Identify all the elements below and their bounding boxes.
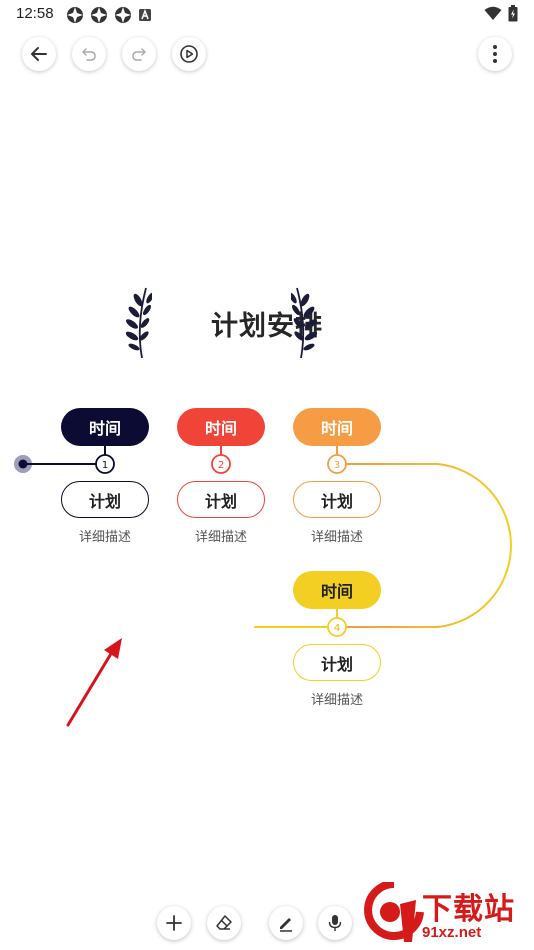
timeline-node-2[interactable]: 2 (211, 454, 231, 474)
timeline-node-4[interactable]: 4 (327, 617, 347, 637)
notification-icon (91, 7, 107, 23)
wifi-icon (484, 6, 502, 20)
plus-icon (166, 915, 182, 931)
undo-icon (82, 48, 96, 61)
item-description-3[interactable]: 详细描述 (310, 530, 363, 545)
item-description-2[interactable]: 详细描述 (194, 530, 247, 545)
laurel-right-icon (291, 287, 317, 359)
battery-icon (508, 5, 518, 22)
notification-icon (67, 7, 83, 23)
node-number: 1 (102, 460, 108, 471)
more-vertical-icon (493, 45, 497, 63)
undo-button[interactable] (72, 37, 106, 71)
status-time: 12:58 (16, 5, 54, 22)
watermark-logo: 下载站 91xz.net (364, 880, 534, 950)
item-description-1[interactable]: 详细描述 (78, 530, 131, 545)
status-bar: 12:58 (0, 0, 534, 28)
annotation-arrow (66, 638, 122, 727)
time-pill-2[interactable]: 时间 (177, 408, 265, 446)
timeline-node-3[interactable]: 3 (327, 454, 347, 474)
node-number: 4 (334, 623, 340, 634)
watermark-emblem-icon (364, 882, 424, 942)
watermark-text: 下载站 (422, 892, 515, 927)
node-number: 3 (334, 460, 340, 471)
eraser-icon (216, 915, 232, 930)
pen-icon (280, 918, 292, 932)
app-icon (139, 8, 151, 21)
notification-icon (115, 7, 131, 23)
add-button[interactable] (157, 906, 191, 940)
plan-pill-1[interactable]: 计划 (61, 481, 149, 518)
eraser-button[interactable] (207, 906, 241, 940)
microphone-icon (328, 915, 342, 931)
status-system-icons (484, 5, 518, 22)
plan-pill-3[interactable]: 计划 (293, 481, 381, 518)
watermark-url: 91xz.net (422, 924, 482, 941)
play-circle-icon (180, 45, 198, 63)
time-pill-4[interactable]: 时间 (293, 571, 381, 609)
status-notification-icons (66, 6, 152, 24)
item-description-4[interactable]: 详细描述 (310, 693, 363, 708)
node-number: 2 (218, 460, 224, 471)
plan-pill-2[interactable]: 计划 (177, 481, 265, 518)
redo-icon (132, 48, 146, 61)
back-button[interactable] (22, 37, 56, 71)
laurel-left-icon (126, 287, 152, 359)
play-button[interactable] (172, 37, 206, 71)
more-button[interactable] (478, 37, 512, 71)
time-pill-3[interactable]: 时间 (293, 408, 381, 446)
plan-pill-4[interactable]: 计划 (293, 644, 381, 681)
microphone-button[interactable] (318, 906, 352, 940)
pen-button[interactable] (269, 906, 303, 940)
timeline-node-1[interactable]: 1 (95, 454, 115, 474)
time-pill-1[interactable]: 时间 (61, 408, 149, 446)
arrow-left-icon (31, 47, 47, 61)
redo-button[interactable] (122, 37, 156, 71)
